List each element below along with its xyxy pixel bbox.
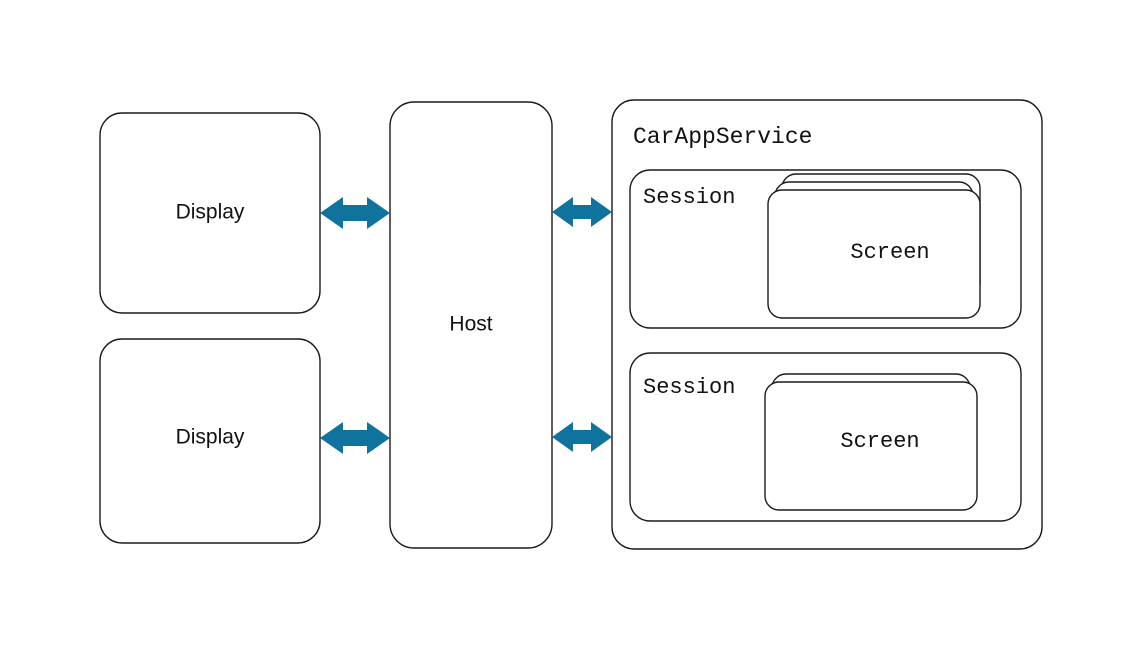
bidirectional-arrow-icon [552, 422, 612, 452]
display-box-bottom[interactable]: Display [99, 338, 321, 544]
display-bottom-label: Display [176, 426, 245, 449]
arrow-display-top-to-host[interactable] [320, 197, 390, 229]
bidirectional-arrow-icon [320, 422, 390, 454]
session-box-2[interactable]: Session Screen [629, 352, 1022, 522]
arrow-host-to-session-bottom[interactable] [552, 422, 612, 452]
session-1-label: Session [643, 185, 735, 210]
screen-stack-2[interactable]: Screen [764, 373, 978, 511]
arrow-host-to-session-top[interactable] [552, 197, 612, 227]
host-rect [389, 101, 553, 549]
arrow-display-bottom-to-host[interactable] [320, 422, 390, 454]
host-box[interactable]: Host [389, 101, 553, 549]
screen-2-card-front [764, 381, 978, 511]
host-label: Host [449, 313, 492, 336]
bidirectional-arrow-icon [320, 197, 390, 229]
screen-1-label: Screen [850, 240, 929, 265]
screen-1-card-front [767, 189, 981, 319]
bidirectional-arrow-icon [552, 197, 612, 227]
carappservice-box[interactable]: CarAppService Session Screen Session [611, 99, 1043, 550]
session-box-1[interactable]: Session Screen [629, 169, 1022, 329]
display-box-top[interactable]: Display [99, 112, 321, 314]
session-2-label: Session [643, 375, 735, 400]
screen-2-label: Screen [840, 429, 919, 454]
display-bottom-rect [99, 338, 321, 544]
display-top-label: Display [176, 201, 245, 224]
screen-stack-1[interactable]: Screen [767, 173, 981, 319]
carappservice-label: CarAppService [633, 124, 812, 150]
